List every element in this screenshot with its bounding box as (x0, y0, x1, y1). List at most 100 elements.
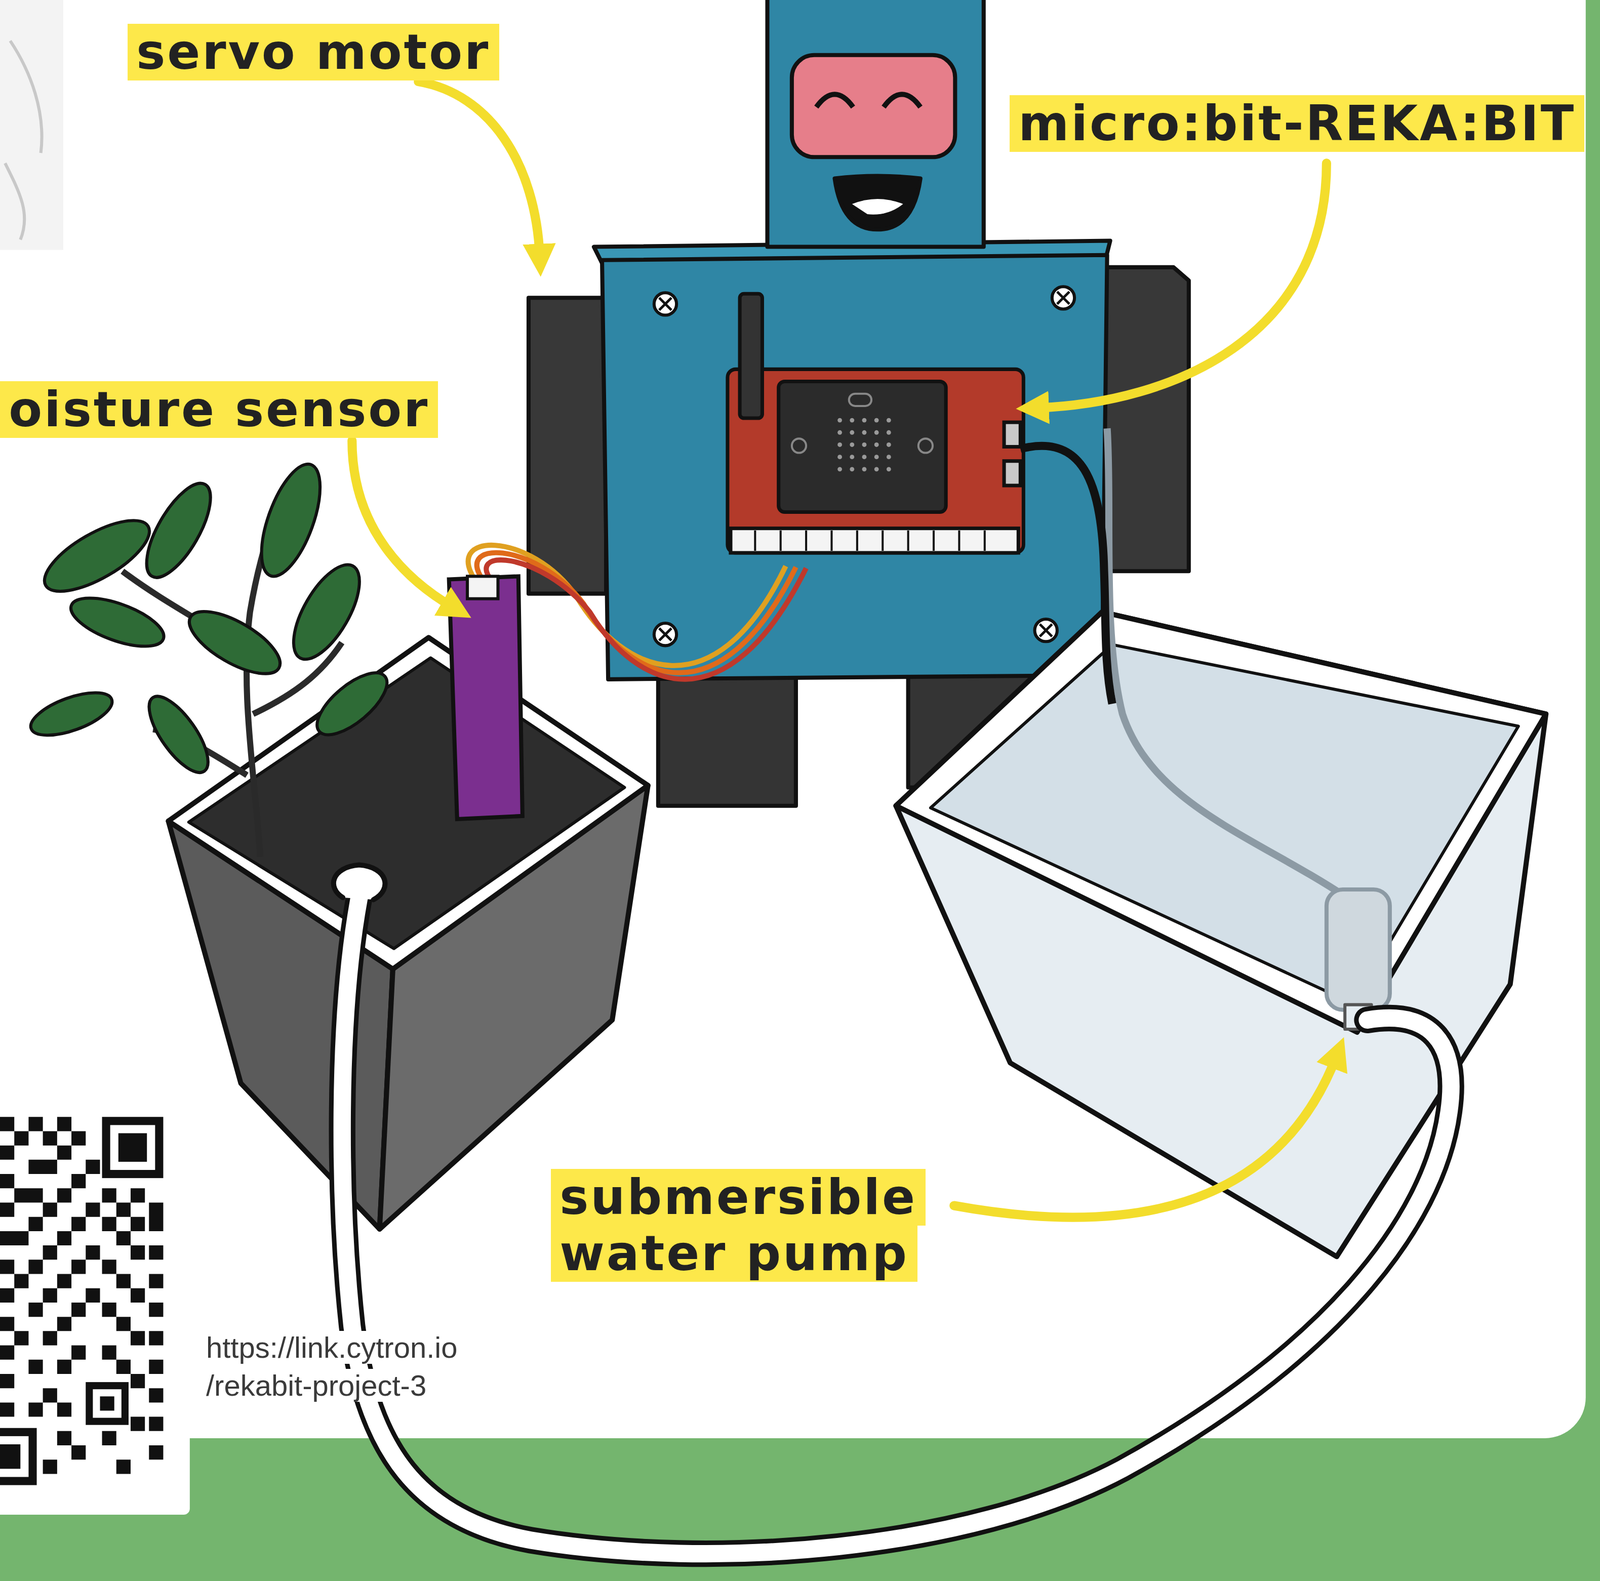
sketch-fragment (0, 0, 64, 251)
pump-cable-under-water (1107, 428, 1348, 898)
callout-label-box: servo motor (127, 24, 500, 81)
led-matrix (837, 418, 892, 472)
led-matrix (874, 418, 879, 423)
edge-connector (730, 528, 1019, 553)
led-matrix (874, 442, 879, 448)
pump (1326, 889, 1390, 1011)
led-matrix (886, 466, 892, 472)
plant (25, 457, 397, 858)
board (727, 369, 1024, 553)
callout-arrow (351, 440, 455, 608)
robot-mouth (834, 176, 921, 230)
led-matrix (849, 442, 855, 448)
robot-eyes (816, 94, 921, 107)
white-panel (0, 0, 1586, 1439)
led-matrix (874, 430, 879, 435)
qr-code (100, 1396, 115, 1411)
qr-code (0, 1436, 29, 1478)
sketch-fragment (5, 41, 42, 240)
water-tube (342, 897, 1452, 1554)
rekabit-board (727, 293, 1024, 553)
sensor-body (449, 576, 523, 820)
led-matrix (837, 454, 843, 460)
led-matrix (837, 430, 843, 435)
led-matrix (874, 466, 879, 472)
microbit-logo (849, 393, 872, 407)
led-matrix (862, 466, 867, 472)
leaf (25, 457, 397, 782)
antenna-post (739, 293, 763, 419)
leaf (25, 684, 118, 744)
leaf (34, 506, 160, 606)
callout-arrow (1035, 163, 1327, 409)
robot-face (791, 55, 955, 157)
button-b (918, 438, 933, 453)
qr-code (0, 1444, 21, 1469)
plant-pot (168, 637, 649, 1230)
led-matrix (849, 418, 855, 423)
sensor-wires (476, 552, 796, 673)
qr-code (110, 1125, 156, 1171)
leaf (64, 588, 170, 657)
part-label: oisture sensor (0, 381, 438, 438)
robot-head (767, 0, 984, 248)
screw (654, 286, 1075, 646)
water-tube (342, 897, 1452, 1554)
moisture-sensor (449, 576, 523, 820)
callout-arrow (351, 81, 1337, 1218)
part-label: micro:bit-REKA:BIT (1009, 95, 1585, 152)
sensor-wires (486, 560, 807, 680)
led-matrix (837, 442, 843, 448)
water-tube (333, 865, 386, 901)
qr-code (0, 1116, 164, 1474)
qr-code (0, 1428, 37, 1486)
callout-label-box: micro:bit-REKA:BIT (1009, 95, 1585, 152)
qr-code (0, 1106, 190, 1515)
robot-arm (528, 297, 607, 594)
led-matrix (862, 442, 867, 448)
leaf (307, 662, 397, 746)
led-matrix (837, 418, 843, 423)
leaf (280, 554, 373, 670)
part-label: submersible water pump (550, 1169, 926, 1283)
leaf (249, 457, 333, 584)
robot-teeth (852, 198, 904, 215)
callout-label-box: oisture sensor (0, 381, 438, 438)
qr-code (92, 1389, 122, 1418)
led-matrix (886, 442, 892, 448)
leaf (134, 474, 223, 587)
qr-code (85, 1382, 129, 1426)
sensor-connector (467, 576, 498, 599)
led-matrix (886, 418, 892, 423)
led-matrix (874, 454, 879, 460)
leaf (138, 687, 219, 782)
robot-arm (1100, 267, 1189, 572)
led-matrix (837, 466, 843, 472)
qr-code (118, 1133, 147, 1162)
led-matrix (849, 466, 855, 472)
part-label: servo motor (127, 23, 500, 81)
button-a (791, 438, 807, 453)
sketch-fragment (0, 0, 64, 251)
edge-pins (754, 530, 985, 551)
leaf (180, 599, 290, 687)
led-matrix (886, 430, 892, 435)
led-matrix (862, 418, 867, 423)
part-label: https://link.cytron.io /rekabit-project-… (204, 1331, 460, 1403)
led-matrix (862, 430, 867, 435)
callout-arrow (418, 81, 540, 258)
robot-body (602, 255, 1108, 680)
led-matrix (886, 454, 892, 460)
pot-rim (168, 637, 649, 970)
pump-cable (1020, 446, 1112, 704)
microbit (778, 381, 947, 513)
callout-label-box: https://link.cytron.io /rekabit-project-… (204, 1328, 495, 1406)
callout-arrow (953, 1055, 1337, 1218)
led-matrix (862, 454, 867, 460)
port (1004, 422, 1021, 447)
robot-leg (658, 673, 796, 807)
led-matrix (849, 430, 855, 435)
callout-label-box: submersible water pump (550, 1169, 997, 1283)
